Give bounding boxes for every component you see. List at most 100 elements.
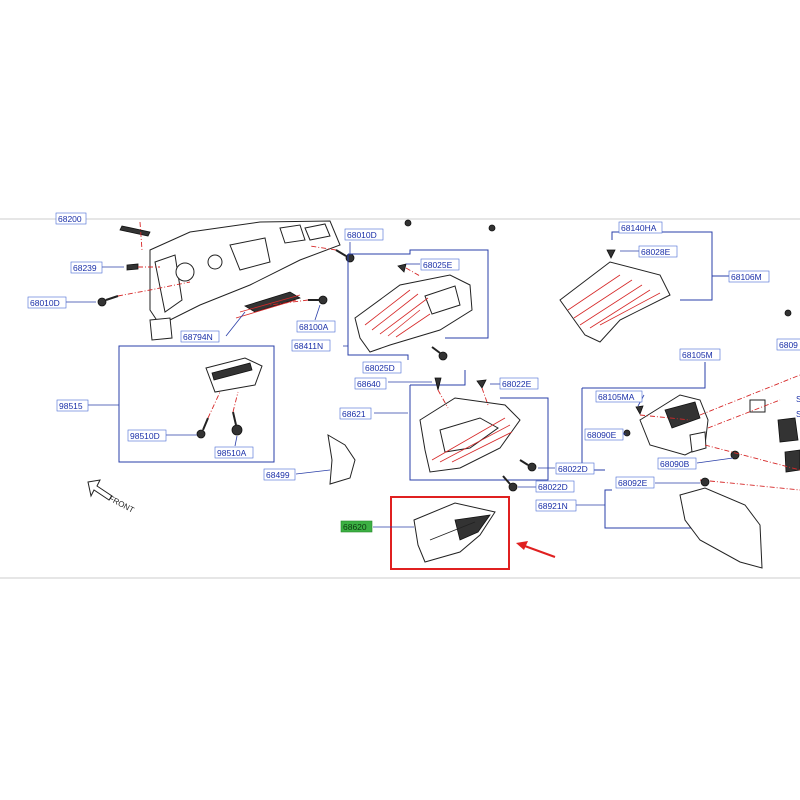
clip-68105ma [635,405,644,415]
label-68140ha: 68140HA [618,221,663,234]
label-68621-text: 68621 [342,409,366,419]
label-68640-text: 68640 [357,379,381,389]
label-68010d-a: 68010D [27,296,67,309]
label-68092e: 68092E [615,476,655,489]
label-68105ma-text: 68105MA [598,392,635,402]
label-s-b: S [796,409,800,419]
group-bracket-68621 [409,370,549,481]
clip-68090e [623,429,631,437]
label-68105m: 68105M [679,348,721,361]
instrument-panel-frame [119,220,341,341]
label-68025d-text: 68025D [365,363,395,373]
clip-68028e [606,249,616,259]
housing-68621 [419,397,521,473]
dash-line-13 [704,444,800,471]
switch-right-a [749,399,800,473]
label-68010d-b-text: 68010D [347,230,377,240]
label-s-a: S [796,394,800,404]
clip-68640 [434,377,442,391]
dash-line-8 [232,391,239,413]
label-98510d: 98510D [127,429,167,442]
label-68239: 68239 [70,261,103,274]
dash-line-1 [117,281,191,297]
label-68028e: 68028E [638,245,678,258]
label-68090b-text: 68090B [660,459,690,469]
clip-68092e [700,477,710,487]
dash-line-2 [269,299,309,306]
label-68028e-text: 68028E [641,247,671,257]
dash-line-9 [437,389,449,409]
screw-68022d-a [519,459,537,472]
dash-line-15 [639,414,691,421]
label-68620-text: 68620 [343,522,367,532]
lower-cover-68921n [679,487,763,569]
label-68010d-a-text: 68010D [30,298,60,308]
dash-line-11 [699,374,800,416]
label-68794n-text: 68794N [183,332,213,342]
dash-line-10 [481,387,489,406]
dash-line-3 [309,245,337,251]
label-68411n: 68411N [291,339,331,352]
label-6809-text: 6809 [779,340,798,350]
label-68499: 68499 [263,468,296,481]
bolt-98510a [231,411,243,436]
label-68921n: 68921N [535,499,577,512]
duct-68794n [235,291,301,319]
label-98510a-text: 98510A [217,448,247,458]
label-68106m: 68106M [728,270,770,283]
clip-68025e [397,263,407,273]
label-68621: 68621 [339,407,372,420]
highlight-box-68620 [390,496,510,570]
label-98510d-text: 98510D [130,431,160,441]
label-68239-text: 68239 [73,263,97,273]
dash-line-7 [207,391,221,419]
label-68022d-b: 68022D [535,480,575,493]
group-bracket-68411n [347,249,489,360]
label-68010d-b: 68010D [344,228,384,241]
dash-line-14 [699,479,800,491]
label-68100a: 68100A [296,320,336,333]
leader-lines [66,242,734,528]
label-68090e-text: 68090E [587,430,617,440]
group-bracket-68921n [604,489,760,529]
label-68022d-b-text: 68022D [538,482,568,492]
label-68200-text: 68200 [58,214,82,224]
airbag-box [118,345,275,463]
label-68921n-text: 68921N [538,501,568,511]
label-68025d: 68025D [362,361,402,374]
label-68105m-text: 68105M [682,350,713,360]
label-98515: 98515 [56,399,89,412]
label-68022e: 68022E [499,377,539,390]
pointer-arrow-icon [521,544,556,558]
label-98515-text: 98515 [59,401,83,411]
label-68640: 68640 [354,377,387,390]
clip-68239 [126,263,139,271]
front-label: FRONT [107,494,136,515]
screw-68010d-top [335,249,355,263]
dash-line-12 [707,399,781,429]
label-s-a-text: S [796,394,800,404]
label-98510a: 98510A [214,446,254,459]
front-arrow-icon [87,479,113,501]
screw-68100a [308,295,328,305]
airbag-module-98515 [205,357,263,393]
upper-cover-68411n [354,274,473,353]
label-68022e-text: 68022E [502,379,532,389]
label-68106m-text: 68106M [731,272,762,282]
label-68620-highlighted: 68620 [340,520,373,533]
label-68499-text: 68499 [266,470,290,480]
label-68090e: 68090E [584,428,624,441]
screw-68010d-left [97,295,119,307]
screw-top-left-small [404,219,496,232]
label-68025e: 68025E [420,258,460,271]
label-68200: 68200 [55,212,87,225]
label-68411n-text: 68411N [294,341,323,351]
duct-68106m [559,261,671,343]
clip-right-edge [784,309,792,317]
label-6809-cut: 6809 [776,338,800,351]
clip-68022e [476,379,487,389]
screw-98510d [196,417,209,439]
center-vent-68105m [639,394,709,456]
label-68025e-text: 68025E [423,260,453,270]
